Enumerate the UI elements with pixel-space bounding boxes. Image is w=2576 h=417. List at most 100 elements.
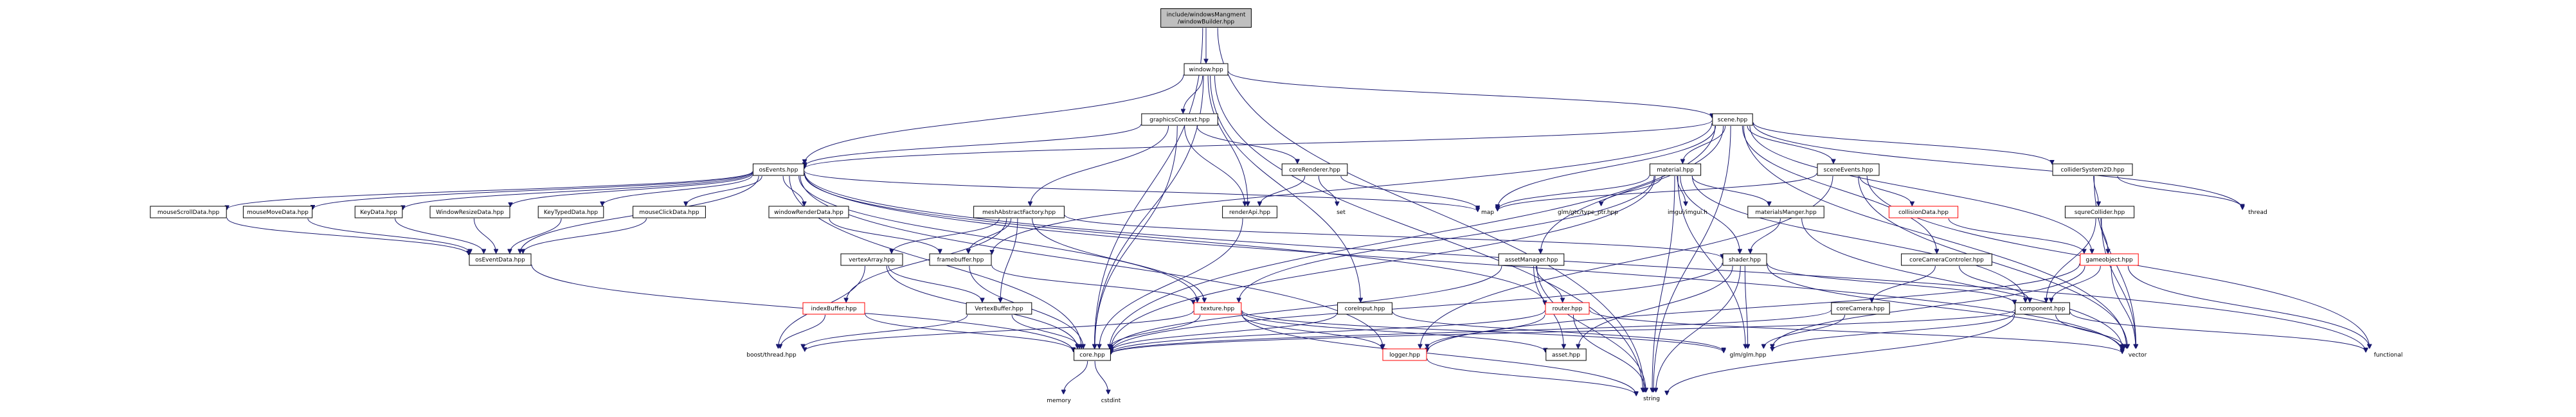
node-cstdint: cstdint [1101, 398, 1121, 404]
edge-root-to-string [1217, 28, 1644, 393]
edge-shader-to-asset [1578, 265, 1733, 348]
node-label-line: material.hpp [1657, 167, 1694, 173]
edge-assetManager-to-core [1111, 265, 1502, 351]
node-gameobject[interactable]: gameobject.hpp [2080, 253, 2139, 266]
node-indexBuffer[interactable]: indexBuffer.hpp [802, 302, 865, 315]
node-texture[interactable]: texture.hpp [1193, 302, 1242, 315]
node-box-osEventData [469, 253, 532, 266]
node-label-line: window.hpp [1189, 67, 1223, 73]
node-label-line: windowRenderData.hpp [774, 209, 843, 216]
node-vertexArray[interactable]: vertexArray.hpp [840, 253, 903, 266]
node-glm: glm/glm.hpp [1730, 352, 1767, 359]
node-label-colliderSystem2D: colliderSystem2D.hpp [2060, 167, 2124, 173]
node-label-line: texture.hpp [1201, 306, 1235, 312]
node-KeyData[interactable]: KeyData.hpp [354, 206, 403, 218]
node-label-window: window.hpp [1189, 67, 1223, 73]
node-string: string [1643, 396, 1660, 402]
node-osEvents[interactable]: osEvents.hpp [752, 163, 805, 176]
node-VertexBuffer[interactable]: VertexBuffer.hpp [966, 302, 1032, 315]
node-mouseMoveData[interactable]: mouseMoveData.hpp [242, 206, 313, 218]
node-label-line: mouseScrollData.hpp [158, 209, 220, 216]
node-box-coreRenderer [1281, 163, 1348, 176]
node-label-line: meshAbstractFactory.hpp [982, 209, 1056, 216]
node-box-shader [1722, 253, 1767, 266]
node-label-line: collisionData.hpp [1898, 209, 1949, 216]
node-label-KeyData: KeyData.hpp [360, 209, 397, 216]
edge-material-to-glm [1677, 175, 1745, 348]
edge-meshAbstractFactory-to-vertexArray [892, 218, 1000, 253]
edge-coreRenderer-to-map [1340, 175, 1478, 209]
node-label-line: asset.hpp [1552, 352, 1580, 359]
node-mouseClickData[interactable]: mouseClickData.hpp [633, 206, 706, 218]
node-router[interactable]: router.hpp [1545, 302, 1590, 315]
node-framebuffer[interactable]: framebuffer.hpp [929, 253, 992, 266]
edge-meshAbstractFactory-to-VertexBuffer [1000, 218, 1018, 302]
node-root[interactable]: include/windowsMangment/windowBuilder.hp… [1160, 8, 1252, 28]
edge-scene-to-osEvents [805, 120, 1713, 168]
node-label-line: map [1481, 209, 1494, 216]
node-sceneEvents[interactable]: sceneEvents.hpp [1817, 163, 1880, 176]
edge-VertexBuffer-to-core [1011, 314, 1079, 348]
edge-shader-to-core [1111, 263, 1723, 352]
node-KeyTypedData[interactable]: KeyTypedData.hpp [537, 206, 604, 218]
node-label-imgui: imgui/imgui.h [1668, 209, 1707, 216]
edge-framebuffer-to-texture [991, 265, 1193, 304]
edge-sceneEvents-to-vector [1858, 175, 2128, 348]
node-window[interactable]: window.hpp [1184, 63, 1229, 76]
edge-assetManager-to-router [1535, 265, 1562, 302]
edge-component-to-functional [2069, 312, 2366, 352]
edge-coreCameraControler-to-coreCamera [1872, 265, 1936, 302]
node-mouseScrollData[interactable]: mouseScrollData.hpp [150, 206, 227, 218]
node-material[interactable]: material.hpp [1649, 163, 1702, 176]
node-box-squreCollider [2064, 206, 2135, 218]
node-label-line: glm/glm.hpp [1730, 352, 1767, 359]
node-box-indexBuffer [802, 302, 865, 315]
node-asset[interactable]: asset.hpp [1545, 348, 1587, 361]
node-label-line: gameobject.hpp [2085, 257, 2133, 263]
node-logger[interactable]: logger.hpp [1382, 348, 1427, 361]
node-coreCameraControler[interactable]: coreCameraControler.hpp [1901, 253, 1992, 266]
node-meshAbstractFactory[interactable]: meshAbstractFactory.hpp [973, 206, 1065, 218]
node-assetManager[interactable]: assetManager.hpp [1498, 253, 1565, 266]
node-windowRenderData[interactable]: windowRenderData.hpp [768, 206, 849, 218]
node-label-WindowResizeData: WindowResizeData.hpp [436, 209, 504, 216]
node-coreInput[interactable]: coreInput.hpp [1337, 302, 1392, 315]
edge-material-to-core [1111, 175, 1655, 349]
node-renderApi[interactable]: renderApi.hpp [1222, 206, 1277, 218]
node-colliderSystem2D[interactable]: colliderSystem2D.hpp [2052, 163, 2133, 176]
node-label-gameobject: gameobject.hpp [2085, 257, 2133, 263]
node-label-line: materialsManger.hpp [1755, 209, 1817, 216]
node-label-windowRenderData: windowRenderData.hpp [774, 209, 843, 216]
edge-router-to-core [1111, 310, 1545, 353]
edge-meshAbstractFactory-to-framebuffer [968, 218, 1012, 253]
node-label-line: colliderSystem2D.hpp [2060, 167, 2124, 173]
node-collisionData[interactable]: collisionData.hpp [1888, 206, 1959, 218]
edge-shader-to-string [1656, 265, 1741, 392]
edge-window-to-core [1095, 75, 1204, 348]
node-label-map: map [1481, 209, 1494, 216]
node-component[interactable]: component.hpp [2015, 302, 2070, 315]
node-label-component: component.hpp [2020, 306, 2066, 312]
node-label-line: coreCamera.hpp [1837, 306, 1885, 312]
edge-mouseScrollData-to-osEventData [226, 218, 469, 254]
node-graphicsContext[interactable]: graphicsContext.hpp [1141, 113, 1218, 126]
node-scene[interactable]: scene.hpp [1712, 113, 1753, 126]
node-materialsManger[interactable]: materialsManger.hpp [1747, 206, 1824, 218]
node-label-line: KeyData.hpp [360, 209, 397, 216]
node-coreRenderer[interactable]: coreRenderer.hpp [1281, 163, 1348, 176]
node-WindowResizeData[interactable]: WindowResizeData.hpp [429, 206, 510, 218]
node-osEventData[interactable]: osEventData.hpp [469, 253, 532, 266]
node-box-graphicsContext [1141, 113, 1218, 126]
node-label-mouseClickData: mouseClickData.hpp [639, 209, 699, 216]
node-squreCollider[interactable]: squreCollider.hpp [2064, 206, 2135, 218]
edge-scene-to-map [1497, 125, 1716, 208]
edge-scene-to-vector [1743, 125, 2127, 348]
node-coreCamera[interactable]: coreCamera.hpp [1831, 302, 1890, 315]
node-label-coreRenderer: coreRenderer.hpp [1289, 167, 1340, 173]
edge-scene-to-framebuffer [992, 123, 1713, 254]
node-shader[interactable]: shader.hpp [1722, 253, 1767, 266]
node-box-meshAbstractFactory [973, 206, 1065, 218]
node-label-line: glm/gtc/type_ptr.hpp [1558, 209, 1618, 216]
node-imgui: imgui/imgui.h [1668, 209, 1707, 216]
node-core[interactable]: core.hpp [1074, 348, 1111, 361]
